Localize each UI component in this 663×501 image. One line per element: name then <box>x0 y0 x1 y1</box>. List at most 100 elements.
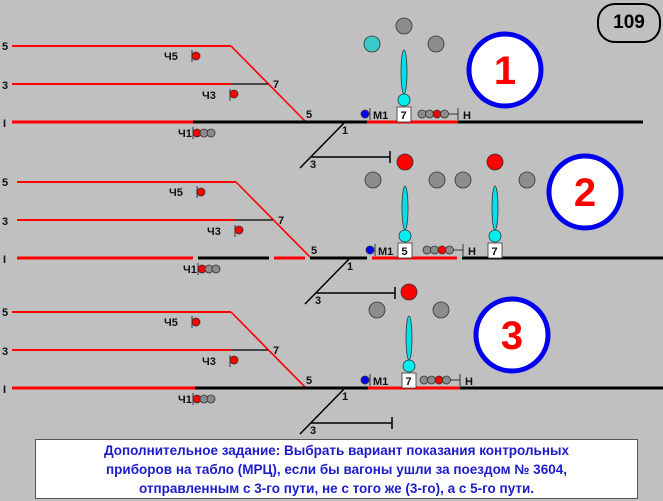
switch-label-7: 7 <box>273 79 279 91</box>
switch-label-3: 3 <box>315 295 321 307</box>
switch-label-3: 3 <box>310 425 316 437</box>
signal-ch3-lamp <box>234 225 244 235</box>
pointer-pivot <box>397 93 411 107</box>
signal-label-h: Н <box>463 110 471 122</box>
signal-ch1-lamp <box>211 264 221 274</box>
indicator-lamp-right <box>428 171 446 189</box>
signal-h-lamp <box>445 245 454 255</box>
signal-ch5-lamp <box>191 51 201 61</box>
counter-value: 7 <box>406 376 412 388</box>
signal-label-ch5: Ч5 <box>164 317 178 329</box>
track-label-I: I <box>3 254 6 266</box>
counter-value: 5 <box>402 246 408 258</box>
track-label-5: 5 <box>2 177 8 189</box>
track-label-5: 5 <box>2 41 8 53</box>
indicator-lamp-left <box>368 301 386 319</box>
variant-badge-ring <box>546 153 624 231</box>
indicator-lamp-left <box>363 35 381 53</box>
switch-1-diverging <box>304 257 351 305</box>
switch-label-1: 1 <box>342 125 348 137</box>
signal-label-h: Н <box>468 246 476 258</box>
pointer-needle <box>405 315 413 361</box>
signal-label-ch1: Ч1 <box>183 264 197 276</box>
signal-label-m1: М1 <box>378 246 393 258</box>
signal-label-ch1: Ч1 <box>178 394 192 406</box>
signal-ch5-lamp <box>191 317 201 327</box>
signal-h-lamp <box>442 375 451 385</box>
task-line-3: отправленным с 3-го пути, не с того же (… <box>138 481 535 496</box>
signal-ch1-lamp <box>206 394 216 404</box>
signal-label-m1: М1 <box>373 110 388 122</box>
signal-label-ch3: Ч3 <box>202 90 216 102</box>
track-label-3: 3 <box>2 216 8 228</box>
switch-label-1: 1 <box>347 261 353 273</box>
signal-ch1-lamp <box>206 128 216 138</box>
pointer-needle <box>401 185 409 231</box>
indicator-lamp-right <box>427 35 445 53</box>
variant-number: 1 <box>494 49 516 93</box>
counter-value: 7 <box>492 246 498 258</box>
counter-box <box>487 242 503 259</box>
signal-m1-lamp <box>365 245 375 255</box>
variant-number: 3 <box>501 314 523 358</box>
counter-box <box>396 106 412 123</box>
switch-label-5: 5 <box>311 245 317 257</box>
indicator-lamp-right <box>518 171 536 189</box>
additional-task-box: Дополнительное задание: Выбрать вариант … <box>35 439 638 499</box>
indicator-lamp-top <box>396 153 414 171</box>
signal-label-ch5: Ч5 <box>169 187 183 199</box>
signal-h-lamp <box>440 109 449 119</box>
track-label-3: 3 <box>2 346 8 358</box>
signal-ch3-lamp <box>229 89 239 99</box>
signal-label-ch5: Ч5 <box>164 51 178 63</box>
indicator-lamp-right <box>432 301 450 319</box>
task-line-1: Дополнительное задание: Выбрать вариант … <box>103 443 570 458</box>
slide-number-badge: 109 <box>597 3 661 43</box>
switch-1-diverging <box>299 387 346 435</box>
signal-h-lamp-red <box>432 109 442 119</box>
signal-m1-lamp <box>360 109 370 119</box>
switch-label-1: 1 <box>342 391 348 403</box>
indicator-lamp-top <box>400 283 418 301</box>
track-label-I: I <box>3 118 6 130</box>
signal-ch3-lamp <box>229 355 239 365</box>
indicator-lamp-left <box>454 171 472 189</box>
variant-badge-ring <box>466 31 544 109</box>
signal-label-m1: М1 <box>373 376 388 388</box>
indicator-lamp-top <box>486 153 504 171</box>
track-label-3: 3 <box>2 80 8 92</box>
variant-badge-ring <box>473 296 551 374</box>
switch-label-5: 5 <box>306 109 312 121</box>
variant-number: 2 <box>574 171 596 215</box>
pointer-pivot <box>402 359 416 373</box>
switch-label-7: 7 <box>273 345 279 357</box>
counter-box <box>397 242 413 259</box>
track-label-I: I <box>3 384 6 396</box>
switch-label-7: 7 <box>278 215 284 227</box>
signal-h-lamp <box>422 245 432 255</box>
indicator-lamp-left <box>364 171 382 189</box>
pointer-needle <box>400 49 408 95</box>
signal-label-ch3: Ч3 <box>207 226 221 238</box>
switch-1-diverging <box>299 121 346 169</box>
signal-label-ch1: Ч1 <box>178 128 192 140</box>
signal-h-lamp <box>425 109 434 119</box>
counter-value: 7 <box>401 110 407 122</box>
pointer-pivot <box>398 229 412 243</box>
signal-h-lamp-red <box>437 245 447 255</box>
signal-h-lamp-red <box>434 375 444 385</box>
signal-label-ch3: Ч3 <box>202 356 216 368</box>
signal-ch5-lamp <box>196 187 206 197</box>
task-line-2: приборов на табло (МРЦ), если бы вагоны … <box>106 462 567 477</box>
pointer-needle <box>491 185 499 231</box>
signal-m1-lamp <box>360 375 370 385</box>
indicator-lamp-top <box>395 17 413 35</box>
track-label-5: 5 <box>2 307 8 319</box>
signal-h-lamp <box>419 375 429 385</box>
counter-box <box>401 372 417 389</box>
signal-h-lamp <box>427 375 436 385</box>
